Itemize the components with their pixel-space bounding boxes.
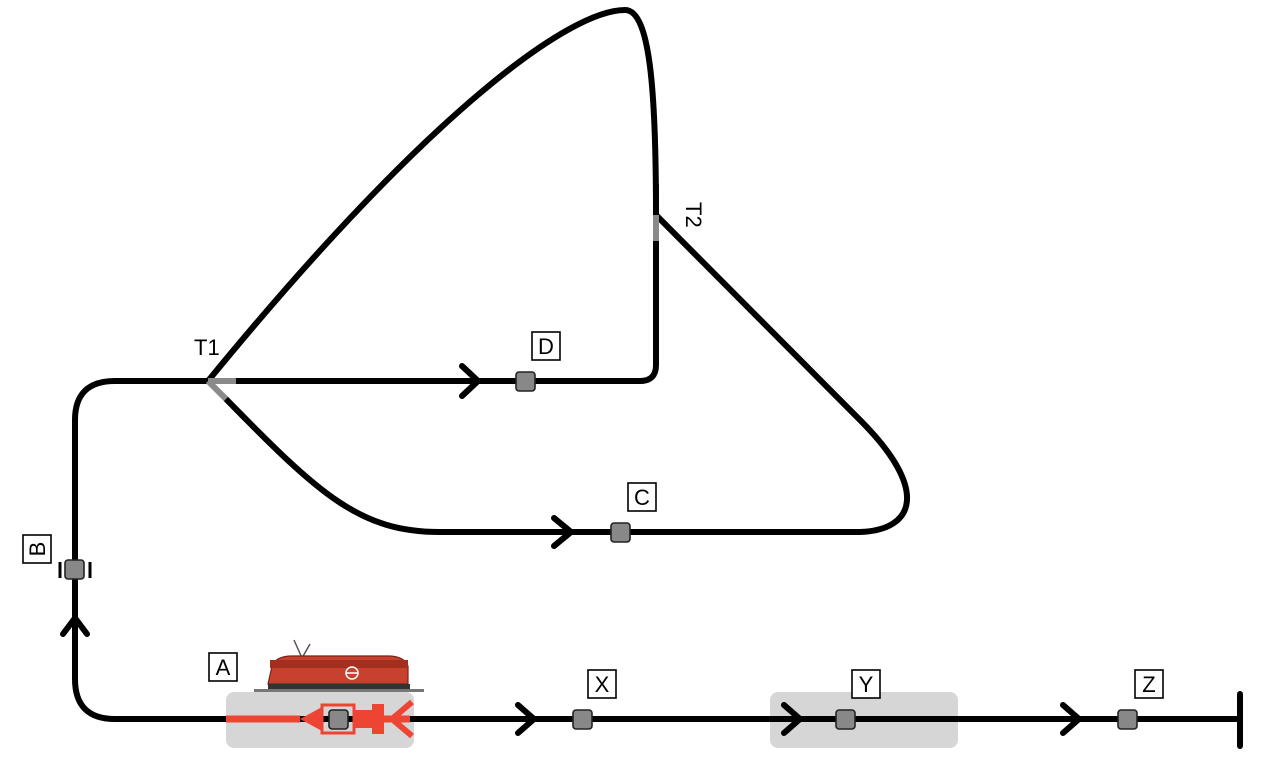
svg-text:D: D xyxy=(538,334,554,359)
arrow-d xyxy=(459,363,481,399)
turnout-t1-indicator[interactable] xyxy=(205,378,236,402)
block-label-x[interactable]: X xyxy=(587,669,617,699)
track-t1-to-d[interactable] xyxy=(229,238,659,384)
block-label-a[interactable]: A xyxy=(208,652,238,682)
block-label-c[interactable]: C xyxy=(627,482,657,512)
sensor-y[interactable] xyxy=(835,709,856,730)
arrow-c xyxy=(551,515,574,549)
turnout-label-t2: T2 xyxy=(681,202,706,228)
arrow-y xyxy=(781,702,803,736)
sensor-d[interactable] xyxy=(515,371,536,392)
block-label-y[interactable]: Y xyxy=(851,669,881,699)
track-t1-to-c[interactable] xyxy=(223,396,623,535)
block-label-b[interactable]: B xyxy=(22,534,52,564)
arrow-z xyxy=(1060,702,1082,736)
locomotive-icon[interactable] xyxy=(254,639,424,692)
svg-text:Y: Y xyxy=(859,672,874,697)
track-t2-loop[interactable] xyxy=(205,7,659,384)
turnout-label-t1: T1 xyxy=(194,335,220,360)
sensor-z[interactable] xyxy=(1117,709,1138,730)
svg-text:X: X xyxy=(595,672,610,697)
arrow-x xyxy=(515,702,537,736)
svg-text:A: A xyxy=(216,655,231,680)
sensor-c[interactable] xyxy=(610,522,631,543)
arrow-b xyxy=(60,615,90,637)
sensor-b[interactable] xyxy=(58,559,92,580)
track-left-curve[interactable] xyxy=(72,378,229,722)
svg-text:B: B xyxy=(25,542,50,557)
train-route-a xyxy=(226,699,414,739)
svg-text:C: C xyxy=(634,485,650,510)
track-t2-to-c[interactable] xyxy=(617,212,911,535)
block-label-z[interactable]: Z xyxy=(1134,669,1164,699)
sensor-x[interactable] xyxy=(572,709,593,730)
sensor-a[interactable] xyxy=(328,709,349,730)
block-label-d[interactable]: D xyxy=(531,331,561,361)
svg-text:Z: Z xyxy=(1142,672,1155,697)
